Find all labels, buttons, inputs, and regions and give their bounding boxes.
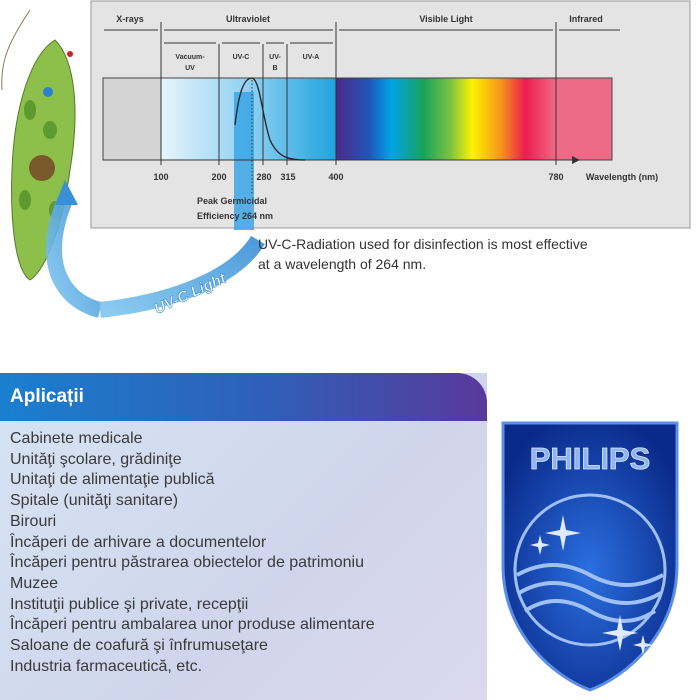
tick-315: 315: [280, 172, 295, 182]
subband-uva: UV-A: [303, 54, 320, 61]
germicidal-curve: [234, 77, 306, 161]
caption-line-2: at a wavelength of 264 nm.: [258, 256, 427, 272]
list-item: Încăperi pentru ambalarea unor produse a…: [10, 616, 375, 634]
caption-line-1: UV-C-Radiation used for disinfection is …: [258, 236, 588, 252]
peak-label-1: Peak Germicidal: [197, 196, 267, 206]
list-item: Birouri: [10, 512, 57, 530]
list-item: Unităţi şcolare, grădiniţe: [10, 450, 182, 468]
subband-uvb: UV-: [269, 54, 281, 61]
axis-label: Wavelength (nm): [586, 172, 658, 182]
band-label-xrays: X-rays: [116, 14, 144, 24]
visible-region: [336, 78, 556, 160]
uv-spectrum-diagram: X-rays Ultraviolet Visible Light Infrare…: [1, 0, 691, 318]
tick-780: 780: [548, 172, 563, 182]
applications-list: Cabinete medicale Unităţi şcolare, grădi…: [10, 429, 375, 677]
list-item: Industria farmaceutică, etc.: [10, 657, 203, 675]
list-item: Spitale (unităţi sanitare): [10, 492, 179, 510]
subband-vacuum-uv-2: UV: [185, 65, 195, 72]
star-icons: [530, 515, 653, 655]
list-item: Unitaţi de alimentaţie publică: [10, 471, 215, 489]
philips-shield-logo: PHILIPS: [501, 421, 679, 692]
list-item: Încăperi pentru păstrarea obiectelor de …: [10, 554, 364, 572]
subband-vacuum-uv: Vacuum-: [175, 54, 205, 61]
microorganism-illustration: [1, 9, 265, 318]
xray-region: [102, 77, 162, 161]
tick-100: 100: [153, 172, 168, 182]
list-item: Muzee: [10, 574, 59, 592]
band-label-visible: Visible Light: [419, 14, 472, 24]
caption: UV-C-Radiation used for disinfection is …: [258, 234, 698, 274]
peak-label-2: Efficiency 264 nm: [197, 211, 273, 221]
applications-panel: Aplicații Cabinete medicale Unităţi şcol…: [0, 373, 487, 700]
tick-280: 280: [256, 172, 271, 182]
peak-beam: [234, 92, 254, 230]
applications-header: Aplicații: [0, 373, 487, 421]
band-label-ultraviolet: Ultraviolet: [226, 14, 270, 24]
tick-200: 200: [211, 172, 226, 182]
subband-uvb-2: B: [272, 65, 277, 72]
applications-title: Aplicații: [10, 386, 84, 407]
list-item: Instituţii publice şi private, recepţii: [10, 595, 249, 613]
tick-400: 400: [328, 172, 343, 182]
infrared-region: [556, 78, 612, 160]
subband-uvc: UV-C: [233, 54, 250, 61]
list-item: Încăperi de arhivare a documentelor: [10, 533, 267, 551]
list-item: Saloane de coafură şi înfrumuseţare: [10, 637, 268, 655]
philips-wordmark: PHILIPS: [530, 441, 651, 476]
band-label-infrared: Infrared: [569, 14, 603, 24]
list-item: Cabinete medicale: [10, 430, 143, 447]
